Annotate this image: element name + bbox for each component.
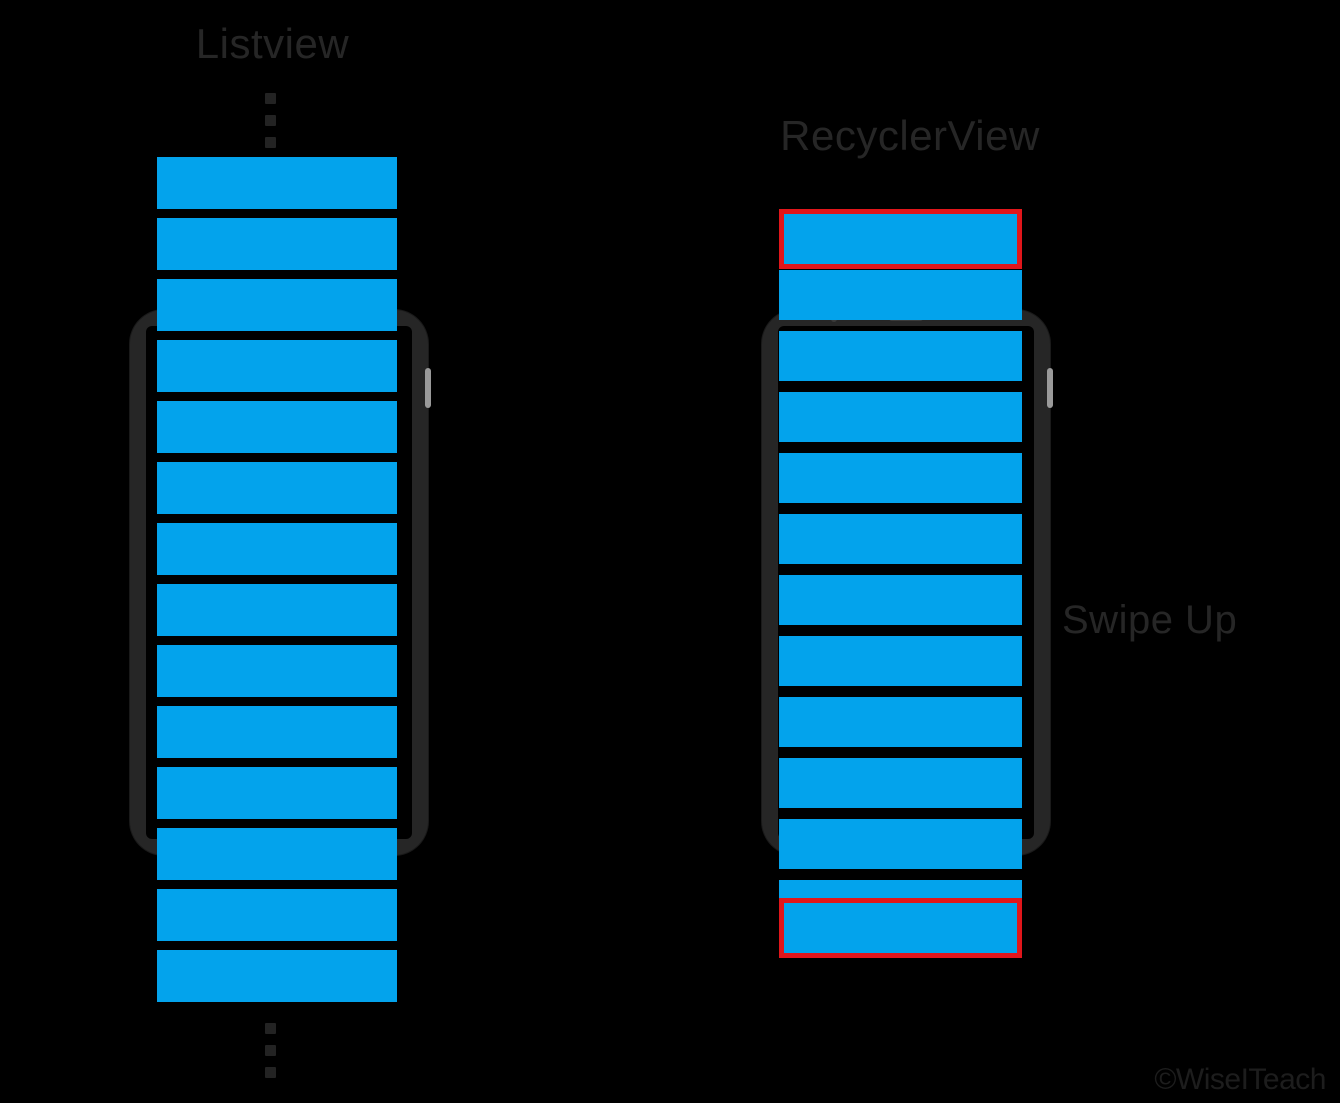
swipe-up-label: Swipe Up — [1062, 598, 1238, 642]
ellipsis-dot — [265, 1067, 276, 1078]
listview-item[interactable] — [157, 767, 397, 819]
recyclerview-item[interactable] — [779, 209, 1022, 269]
listview-item[interactable] — [157, 340, 397, 392]
recyclerview-item[interactable] — [779, 514, 1022, 564]
vertical-ellipsis-bottom-icon — [265, 1023, 276, 1078]
recyclerview-item[interactable] — [779, 697, 1022, 747]
listview-item[interactable] — [157, 645, 397, 697]
power-button-icon[interactable] — [425, 368, 431, 408]
ellipsis-dot — [265, 115, 276, 126]
recyclerview-item[interactable] — [779, 758, 1022, 808]
recyclerview-title: RecyclerView — [780, 112, 1040, 159]
listview-item[interactable] — [157, 584, 397, 636]
recyclerview-item[interactable] — [779, 819, 1022, 869]
listview-item[interactable] — [157, 523, 397, 575]
listview-item[interactable] — [157, 828, 397, 880]
recyclerview-item[interactable] — [779, 636, 1022, 686]
listview-item[interactable] — [157, 279, 397, 331]
recyclerview-item[interactable] — [779, 575, 1022, 625]
recyclerview-item[interactable] — [779, 453, 1022, 503]
listview-item[interactable] — [157, 889, 397, 941]
ellipsis-dot — [265, 1023, 276, 1034]
recyclerview-item[interactable] — [779, 898, 1022, 958]
listview-item[interactable] — [157, 157, 397, 209]
listview-item[interactable] — [157, 950, 397, 1002]
recyclerview-item[interactable] — [779, 392, 1022, 442]
listview-item[interactable] — [157, 706, 397, 758]
recyclerview-item[interactable] — [779, 270, 1022, 320]
ellipsis-dot — [265, 93, 276, 104]
listview-item[interactable] — [157, 401, 397, 453]
watermark: ©WiseITeach — [1154, 1063, 1326, 1096]
listview-item[interactable] — [157, 462, 397, 514]
recyclerview-item[interactable] — [779, 331, 1022, 381]
power-button-icon[interactable] — [1047, 368, 1053, 408]
listview-item[interactable] — [157, 218, 397, 270]
ellipsis-dot — [265, 1045, 276, 1056]
listview-title: Listview — [195, 20, 350, 67]
vertical-ellipsis-top-icon — [265, 93, 276, 148]
ellipsis-dot — [265, 137, 276, 148]
